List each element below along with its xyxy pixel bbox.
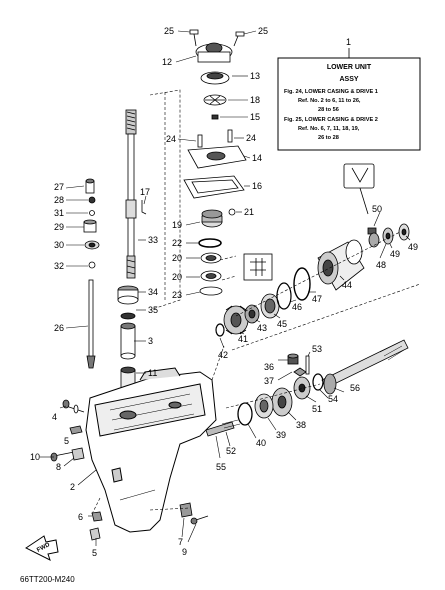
info-line: Ref. No. 6, 7, 11, 18, 19, xyxy=(298,126,360,132)
part-number: 41 xyxy=(238,334,248,344)
part-number: 9 xyxy=(182,547,187,557)
propeller-shaft xyxy=(205,339,409,437)
part-number: 3 xyxy=(148,336,153,346)
part-number: 40 xyxy=(256,438,266,448)
info-line: Fig. 24, LOWER CASING & DRIVE 1 xyxy=(284,89,378,95)
part-number: 49 xyxy=(390,249,400,259)
part-number: 44 xyxy=(342,280,352,290)
part-number: 24 xyxy=(246,133,256,143)
part-number: 49 xyxy=(408,242,418,252)
part-number: 53 xyxy=(312,344,322,354)
part-number: 20 xyxy=(172,253,182,263)
part-number: 5 xyxy=(92,548,97,558)
part-number: 29 xyxy=(54,222,64,232)
drive-shaft xyxy=(125,109,137,279)
part-number: 46 xyxy=(292,302,302,312)
info-line: 26 to 28 xyxy=(318,135,339,141)
part-number: 55 xyxy=(216,462,226,472)
part-number: 28 xyxy=(54,195,64,205)
detail-insert xyxy=(243,163,375,281)
part-number: 2 xyxy=(70,482,75,492)
part-number: 43 xyxy=(257,323,267,333)
clip xyxy=(141,200,147,215)
shaft-bearings xyxy=(117,285,139,389)
part-number: 54 xyxy=(328,394,338,404)
part-number: 21 xyxy=(244,207,254,217)
part-number: 4 xyxy=(52,412,57,422)
info-line: 28 to 56 xyxy=(318,107,339,113)
part-number: 39 xyxy=(276,430,286,440)
casing-fasteners xyxy=(50,399,209,541)
part-number: 45 xyxy=(277,319,287,329)
part-number: 26 xyxy=(54,323,64,333)
part-number: 36 xyxy=(264,362,274,372)
part-number: 47 xyxy=(312,294,322,304)
gear-train xyxy=(215,223,410,337)
part-number: 51 xyxy=(312,404,322,414)
part-number: 16 xyxy=(252,181,262,191)
part-number: 13 xyxy=(250,71,260,81)
part-number: 50 xyxy=(372,204,382,214)
part-number: 38 xyxy=(296,420,306,430)
part-number: 25 xyxy=(164,26,174,36)
guide-lines xyxy=(40,30,421,546)
part-number: 27 xyxy=(54,182,64,192)
part-number: 30 xyxy=(54,240,64,250)
part-number: 34 xyxy=(148,287,158,297)
part-number: 10 xyxy=(30,452,40,462)
part-number: 22 xyxy=(172,238,182,248)
part-number-1: 1 xyxy=(346,37,351,47)
part-number: 24 xyxy=(166,134,176,144)
part-number: 23 xyxy=(172,290,182,300)
info-box: 1 LOWER UNIT ASSY Fig. 24, LOWER CASING … xyxy=(277,37,421,151)
part-number: 37 xyxy=(264,376,274,386)
part-number: 33 xyxy=(148,235,158,245)
drawing-code: 66TT200-M240 xyxy=(20,575,75,584)
part-number: 52 xyxy=(226,446,236,456)
assembly-outline xyxy=(149,89,181,311)
part-number: 6 xyxy=(78,512,83,522)
part-number: 12 xyxy=(162,57,172,67)
part-number: 32 xyxy=(54,261,64,271)
part-number: 17 xyxy=(140,187,150,197)
part-number: 7 xyxy=(178,537,183,547)
part-number: 42 xyxy=(218,350,228,360)
info-line: Ref. No. 2 to 6, 11 to 26, xyxy=(298,98,361,104)
part-number: 56 xyxy=(350,383,360,393)
part-number-labels: 25 25 12 13 18 15 24 24 14 16 17 27 28 3… xyxy=(30,26,418,558)
part-number: 48 xyxy=(376,260,386,270)
info-title-line1: LOWER UNIT xyxy=(327,64,372,71)
part-number: 14 xyxy=(252,153,262,163)
part-number: 5 xyxy=(64,436,69,446)
part-number: 18 xyxy=(250,95,260,105)
part-number: 35 xyxy=(148,305,158,315)
info-title-line2: ASSY xyxy=(339,76,358,83)
part-number: 20 xyxy=(172,272,182,282)
info-line: Fig. 25, LOWER CASING & DRIVE 2 xyxy=(284,117,378,123)
shift-rod-parts xyxy=(83,178,100,369)
water-pump-assembly xyxy=(183,29,247,296)
part-number: 25 xyxy=(258,26,268,36)
part-number: 11 xyxy=(148,368,157,378)
lower-casing xyxy=(85,367,217,533)
part-number: 31 xyxy=(54,208,64,218)
fwd-arrow-icon: FWD xyxy=(25,535,59,561)
part-number: 19 xyxy=(172,220,182,230)
part-number: 15 xyxy=(250,112,260,122)
part-number: 8 xyxy=(56,462,61,472)
